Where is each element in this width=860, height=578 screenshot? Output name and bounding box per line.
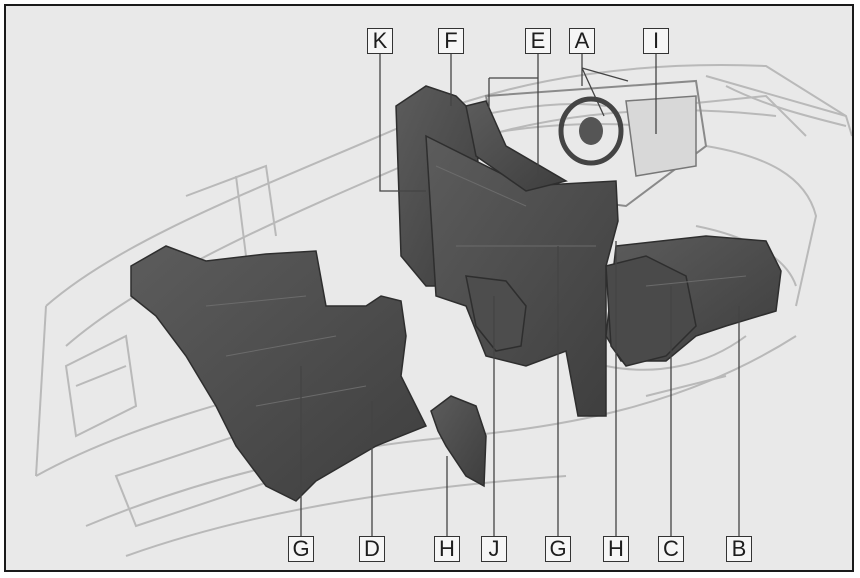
diagram-frame: K F E A I G D H J G H C B	[4, 4, 854, 572]
floor-piece-h	[431, 396, 486, 486]
callout-label-j: J	[481, 536, 507, 562]
rear-floor-mat-g	[131, 246, 426, 501]
callout-label-g-center: G	[545, 536, 571, 562]
callout-label-k: K	[367, 28, 393, 54]
callout-label-e: E	[525, 28, 551, 54]
callout-label-c: C	[658, 536, 684, 562]
callout-label-b: B	[726, 536, 752, 562]
callout-label-d: D	[359, 536, 385, 562]
callout-label-g-left: G	[288, 536, 314, 562]
vehicle-interior-illustration	[6, 6, 852, 570]
callout-label-a: A	[569, 28, 595, 54]
callout-label-h-right: H	[603, 536, 629, 562]
callout-label-i: I	[643, 28, 669, 54]
callout-label-f: F	[438, 28, 464, 54]
callout-label-h-left: H	[434, 536, 460, 562]
